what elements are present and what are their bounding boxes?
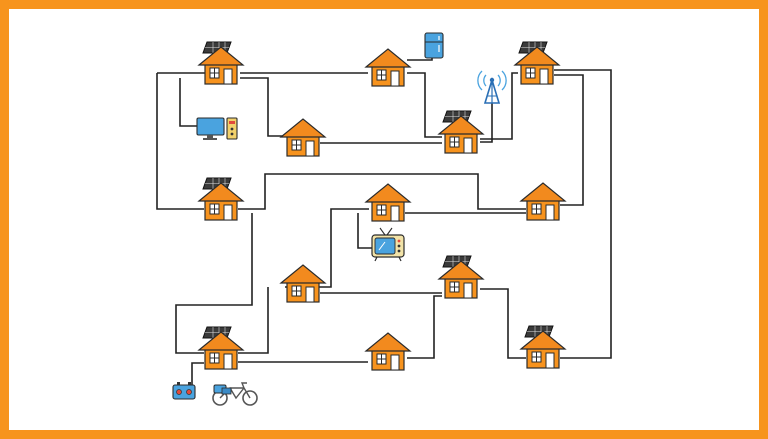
desktop-computer-icon <box>196 117 238 140</box>
house-h1 <box>197 41 245 85</box>
wire-segment <box>156 73 526 210</box>
television-icon <box>371 227 405 262</box>
wire-segment <box>175 213 253 354</box>
window <box>209 67 220 79</box>
house-roof <box>437 260 485 280</box>
door <box>463 137 473 154</box>
window <box>525 67 536 79</box>
house-h11 <box>197 326 245 370</box>
house-h2 <box>364 48 412 87</box>
door <box>223 68 233 85</box>
house-h5 <box>437 110 485 154</box>
house-h6 <box>197 177 245 221</box>
door <box>463 282 473 299</box>
wire-segment <box>191 362 204 385</box>
house-h3 <box>513 41 561 85</box>
wire-segment <box>238 287 269 354</box>
house-roof <box>364 332 412 352</box>
house-roof <box>279 264 327 284</box>
refrigerator-icon <box>424 32 444 59</box>
window <box>376 353 387 365</box>
house-h12 <box>364 332 412 371</box>
window <box>449 281 460 293</box>
door <box>390 205 400 222</box>
house-roof <box>437 115 485 135</box>
devices-layer <box>172 32 507 406</box>
house-roof <box>197 46 245 66</box>
house-roof <box>364 48 412 68</box>
radio-icon <box>172 382 196 400</box>
house-h7 <box>364 183 412 222</box>
door <box>223 204 233 221</box>
door <box>223 353 233 370</box>
house-roof <box>519 182 567 202</box>
house-h13 <box>519 325 567 369</box>
bicycle-icon <box>212 382 258 406</box>
door <box>545 352 555 369</box>
house-roof <box>279 118 327 138</box>
house-h4 <box>279 118 327 157</box>
houses-layer <box>197 41 567 371</box>
door <box>539 68 549 85</box>
house-roof <box>513 46 561 66</box>
wire-segment <box>480 103 493 143</box>
window <box>376 204 387 216</box>
window <box>449 136 460 148</box>
wire-network <box>156 57 612 385</box>
door <box>390 70 400 87</box>
window <box>291 285 302 297</box>
wire-segment <box>157 72 442 138</box>
wire-segment <box>407 295 442 359</box>
door <box>545 204 555 221</box>
house-roof <box>519 330 567 350</box>
house-roof <box>197 331 245 351</box>
house-h8 <box>519 182 567 221</box>
window <box>209 203 220 215</box>
window <box>209 352 220 364</box>
wire-segment <box>480 72 518 140</box>
door <box>305 140 315 157</box>
door <box>390 354 400 371</box>
wire-segment <box>554 74 584 206</box>
window <box>291 139 302 151</box>
wire-segment <box>554 69 612 359</box>
house-roof <box>364 183 412 203</box>
cell-tower-icon <box>477 70 507 104</box>
wire-segment <box>357 213 372 249</box>
house-h9 <box>279 264 327 303</box>
wire-segment <box>179 78 197 127</box>
wire-segment <box>240 77 284 137</box>
house-h10 <box>437 255 485 299</box>
window <box>376 69 387 81</box>
house-roof <box>197 182 245 202</box>
door <box>305 286 315 303</box>
wire-segment <box>480 288 526 359</box>
window <box>531 351 542 363</box>
window <box>531 203 542 215</box>
